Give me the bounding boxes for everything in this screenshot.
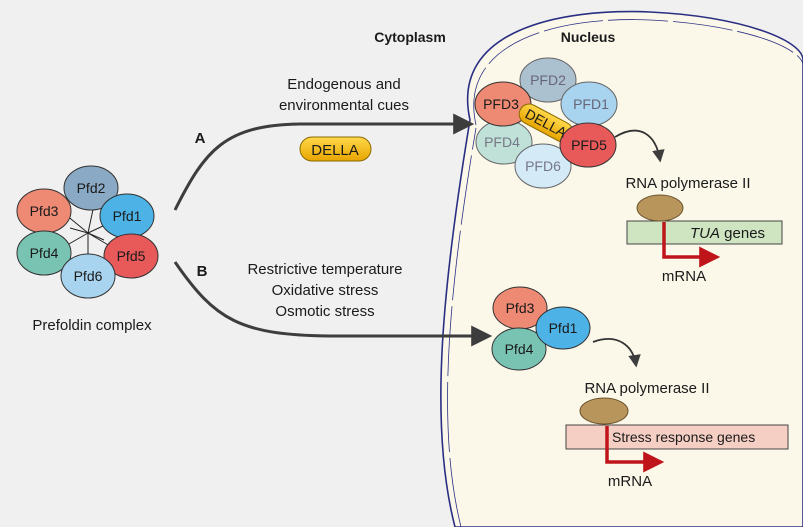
- pathway-b-cue-line1: Restrictive temperature: [247, 261, 402, 278]
- pathway-a-polymerase: [636, 194, 684, 222]
- pfd4-label: Pfd4: [30, 245, 59, 261]
- pathway-a-mrna-label: mRNA: [662, 268, 706, 285]
- prefoldin-complex: Pfd2 Pfd3 Pfd1 Pfd4 Pfd5 Pfd6: [16, 165, 159, 299]
- pfd6-subunit: [60, 253, 116, 299]
- stress-pfd1-label: Pfd1: [549, 320, 578, 336]
- pathway-a-arrow: [173, 113, 475, 211]
- pathway-b-polymerase: [579, 397, 629, 425]
- stress-gene-box: [565, 424, 789, 450]
- stress-gene-label: Stress response genes: [612, 429, 755, 445]
- pfd5-subunit: [103, 233, 159, 279]
- pathway-b-arrow: [173, 261, 493, 347]
- stress-pfd4-subunit: [491, 327, 547, 371]
- della-label: DELLA: [311, 142, 359, 159]
- pathway-b-letter: B: [197, 263, 208, 280]
- nuclear-pfd6-subunit: [514, 143, 572, 189]
- pfd6-label: Pfd6: [74, 268, 103, 284]
- nucleus-label: Nucleus: [561, 29, 616, 45]
- nuclear-pfd2-label: PFD2: [530, 72, 566, 88]
- pathway-a-cue-line2: environmental cues: [279, 97, 409, 114]
- pfd5-label: Pfd5: [117, 248, 146, 264]
- pathway-a-polymerase-label: RNA polymerase II: [625, 175, 750, 192]
- tua-gene-label: TUA genes: [690, 225, 765, 242]
- nucleus-membrane-inner: [473, 19, 803, 126]
- stress-pfd1-subunit: [535, 306, 591, 350]
- pathway-a-mrna-arrow: [662, 222, 721, 268]
- pfd2-label: Pfd2: [77, 180, 106, 196]
- pathway-b-mrna-label: mRNA: [608, 473, 652, 490]
- nuclear-pfd3-label: PFD3: [483, 96, 519, 112]
- tua-gene-name: TUA: [690, 225, 720, 242]
- stress-pfd4-label: Pfd4: [505, 341, 534, 357]
- nuclear-pore-lower: [447, 127, 477, 527]
- nuclear-pfd1-label: PFD1: [573, 96, 609, 112]
- nuclear-pfd2-subunit: [519, 57, 577, 103]
- pathway-b-cue-line3: Osmotic stress: [275, 303, 374, 320]
- nuclear-pfd4-label: PFD4: [484, 134, 520, 150]
- prefoldin-complex-label: Prefoldin complex: [32, 317, 152, 334]
- nuclear-complex-a: PFD2 PFD1 PFD4 PFD6 PFD3 DELLA PFD5: [474, 57, 618, 189]
- stress-pfd3-label: Pfd3: [506, 300, 535, 316]
- pfd1-label: Pfd1: [113, 208, 142, 224]
- pfd3-label: Pfd3: [30, 203, 59, 219]
- pfd2-subunit: [63, 165, 119, 211]
- nuclear-pfd6-label: PFD6: [525, 158, 561, 174]
- pathway-a-letter: A: [195, 130, 206, 147]
- pathway-a-cue-line1: Endogenous and: [287, 76, 400, 93]
- nuclear-a-curved-arrow: [614, 129, 665, 163]
- nuclear-pfd5-subunit: [559, 122, 617, 168]
- nuclear-complex-b: Pfd3 Pfd4 Pfd1: [491, 286, 591, 371]
- nuclear-b-curved-arrow: [592, 338, 641, 368]
- tua-gene-suffix: genes: [720, 225, 765, 242]
- pathway-b-polymerase-label: RNA polymerase II: [584, 380, 709, 397]
- nuclear-pfd5-label: PFD5: [571, 137, 607, 153]
- pfd4-subunit: [16, 230, 72, 276]
- della-protein: [299, 136, 372, 162]
- cytoplasm-label: Cytoplasm: [374, 29, 446, 45]
- pathway-b-cue-line2: Oxidative stress: [272, 282, 379, 299]
- pathway-b-mrna-arrow: [605, 426, 665, 473]
